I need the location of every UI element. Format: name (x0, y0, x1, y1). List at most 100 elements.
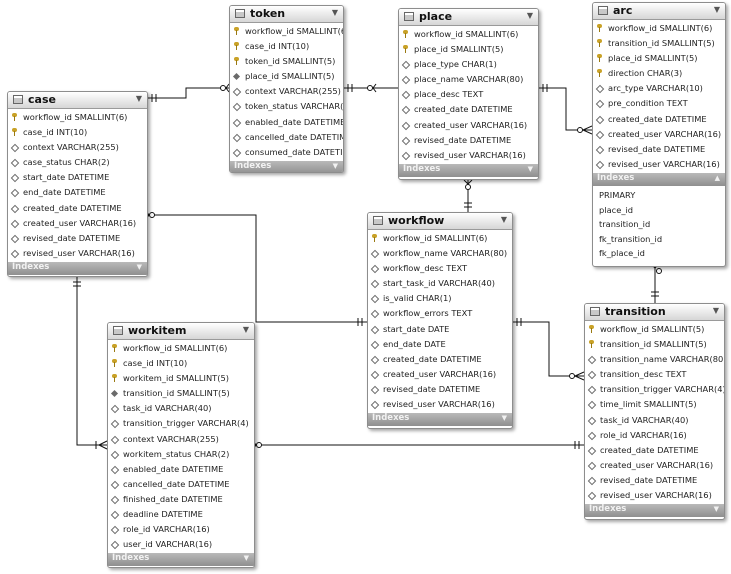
column-row[interactable]: token_status VARCHAR(4) (230, 99, 343, 114)
indexes-bar[interactable]: Indexes▼ (108, 553, 254, 567)
column-row[interactable]: workflow_id SMALLINT(6) (8, 110, 147, 125)
column-row[interactable]: enabled_date DATETIME (230, 115, 343, 130)
column-row[interactable]: role_id VARCHAR(16) (108, 522, 254, 537)
indexes-bar[interactable]: Indexes▼ (230, 160, 343, 172)
column-row[interactable]: token_id SMALLINT(5) (230, 54, 343, 69)
indexes-bar[interactable]: Indexes▼ (399, 163, 538, 177)
table-header[interactable]: workitem▼ (108, 323, 254, 340)
table-header[interactable]: arc▼ (593, 3, 725, 20)
table-place[interactable]: place▼workflow_id SMALLINT(6)place_id SM… (398, 8, 539, 180)
column-row[interactable]: workflow_id SMALLINT(6) (230, 24, 343, 39)
column-row[interactable]: transition_name VARCHAR(80) (585, 352, 724, 367)
column-row[interactable]: workflow_name VARCHAR(80) (368, 246, 512, 261)
collapse-arrow-icon[interactable]: ▼ (712, 306, 719, 315)
collapse-arrow-icon[interactable]: ▼ (135, 94, 142, 103)
column-row[interactable]: workitem_status CHAR(2) (108, 447, 254, 462)
column-row[interactable]: revised_date DATETIME (368, 382, 512, 397)
indexes-toggle-icon[interactable]: ▼ (527, 164, 533, 173)
column-row[interactable]: revised_user VARCHAR(16) (368, 397, 512, 412)
indexes-toggle-icon[interactable]: ▼ (501, 414, 507, 423)
column-row[interactable]: is_valid CHAR(1) (368, 291, 512, 306)
indexes-toggle-icon[interactable]: ▼ (243, 554, 249, 563)
column-row[interactable]: enabled_date DATETIME (108, 462, 254, 477)
column-row[interactable]: transition_desc TEXT (585, 367, 724, 382)
column-row[interactable]: start_date DATE (368, 322, 512, 337)
column-row[interactable]: created_date DATETIME (368, 352, 512, 367)
table-header[interactable]: place▼ (399, 9, 538, 26)
column-row[interactable]: revised_user VARCHAR(16) (593, 157, 725, 172)
column-row[interactable]: transition_trigger VARCHAR(4) (585, 382, 724, 397)
column-row[interactable]: workflow_id SMALLINT(6) (108, 341, 254, 356)
table-header[interactable]: transition▼ (585, 304, 724, 321)
indexes-bar[interactable]: Indexes▼ (8, 261, 147, 275)
column-row[interactable]: case_id INT(10) (8, 125, 147, 140)
table-header[interactable]: token▼ (230, 6, 343, 23)
column-row[interactable]: context VARCHAR(255) (8, 140, 147, 155)
column-row[interactable]: created_date DATETIME (399, 102, 538, 117)
indexes-bar[interactable]: Indexes▼ (585, 504, 724, 518)
column-row[interactable]: cancelled_date DATETIME (108, 477, 254, 492)
collapse-arrow-icon[interactable]: ▼ (500, 215, 507, 224)
column-row[interactable]: revised_user VARCHAR(16) (585, 488, 724, 503)
indexes-toggle-icon[interactable]: ▼ (136, 262, 142, 271)
column-row[interactable]: workflow_id SMALLINT(6) (593, 21, 725, 36)
indexes-toggle-icon[interactable]: ▼ (332, 161, 338, 170)
index-item[interactable]: transition_id (599, 219, 651, 230)
column-row[interactable]: created_user VARCHAR(16) (593, 127, 725, 142)
column-row[interactable]: created_date DATETIME (8, 201, 147, 216)
column-row[interactable]: created_date DATETIME (585, 443, 724, 458)
column-row[interactable]: transition_trigger VARCHAR(4) (108, 416, 254, 431)
column-row[interactable]: finished_date DATETIME (108, 492, 254, 507)
column-row[interactable]: place_id SMALLINT(5) (593, 51, 725, 66)
column-row[interactable]: task_id VARCHAR(40) (108, 401, 254, 416)
column-row[interactable]: pre_condition TEXT (593, 96, 725, 111)
column-row[interactable]: role_id VARCHAR(16) (585, 428, 724, 443)
column-row[interactable]: case_status CHAR(2) (8, 155, 147, 170)
collapse-arrow-icon[interactable]: ▼ (242, 325, 249, 334)
column-row[interactable]: context VARCHAR(255) (108, 432, 254, 447)
column-row[interactable]: arc_type VARCHAR(10) (593, 81, 725, 96)
column-row[interactable]: task_id VARCHAR(40) (585, 413, 724, 428)
indexes-bar[interactable]: Indexes▼ (368, 413, 512, 427)
column-row[interactable]: place_id SMALLINT(5) (399, 42, 538, 57)
column-row[interactable]: created_date DATETIME (593, 112, 725, 127)
table-transition[interactable]: transition▼workflow_id SMALLINT(5)transi… (584, 303, 725, 520)
column-row[interactable]: workflow_id SMALLINT(6) (399, 27, 538, 42)
column-row[interactable]: revised_date DATETIME (399, 133, 538, 148)
column-row[interactable]: case_id INT(10) (108, 356, 254, 371)
column-row[interactable]: place_id SMALLINT(5) (230, 69, 343, 84)
column-row[interactable]: cancelled_date DATETIME (230, 130, 343, 145)
column-row[interactable]: direction CHAR(3) (593, 66, 725, 81)
column-row[interactable]: time_limit SMALLINT(5) (585, 397, 724, 412)
table-token[interactable]: token▼workflow_id SMALLINT(6)case_id INT… (229, 5, 344, 173)
column-row[interactable]: case_id INT(10) (230, 39, 343, 54)
column-row[interactable]: consumed_date DATETIME (230, 145, 343, 160)
index-item[interactable]: fk_transition_id (599, 233, 663, 244)
column-row[interactable]: start_task_id VARCHAR(40) (368, 276, 512, 291)
column-row[interactable]: transition_id SMALLINT(5) (593, 36, 725, 51)
column-row[interactable]: revised_date DATETIME (593, 142, 725, 157)
column-row[interactable]: revised_date DATETIME (8, 231, 147, 246)
table-workitem[interactable]: workitem▼workflow_id SMALLINT(6)case_id … (107, 322, 255, 568)
column-row[interactable]: place_desc TEXT (399, 87, 538, 102)
table-arc[interactable]: arc▼workflow_id SMALLINT(6)transition_id… (592, 2, 726, 267)
column-row[interactable]: created_user VARCHAR(16) (399, 118, 538, 133)
collapse-arrow-icon[interactable]: ▼ (331, 8, 338, 17)
column-row[interactable]: created_user VARCHAR(16) (585, 458, 724, 473)
column-row[interactable]: end_date DATE (368, 337, 512, 352)
column-row[interactable]: revised_date DATETIME (585, 473, 724, 488)
column-row[interactable]: context VARCHAR(255) (230, 84, 343, 99)
index-item[interactable]: PRIMARY (599, 189, 636, 200)
column-row[interactable]: transition_id SMALLINT(5) (585, 337, 724, 352)
table-case[interactable]: case▼workflow_id SMALLINT(6)case_id INT(… (7, 91, 148, 277)
column-row[interactable]: created_user VARCHAR(16) (8, 216, 147, 231)
indexes-toggle-icon[interactable]: ▲ (714, 173, 720, 182)
column-row[interactable]: place_type CHAR(1) (399, 57, 538, 72)
column-row[interactable]: user_id VARCHAR(16) (108, 537, 254, 552)
column-row[interactable]: workflow_desc TEXT (368, 261, 512, 276)
column-row[interactable]: revised_user VARCHAR(16) (8, 246, 147, 261)
table-workflow[interactable]: workflow▼workflow_id SMALLINT(6)workflow… (367, 212, 513, 429)
column-row[interactable]: transition_id SMALLINT(5) (108, 386, 254, 401)
index-item[interactable]: place_id (599, 204, 634, 215)
column-row[interactable]: created_user VARCHAR(16) (368, 367, 512, 382)
